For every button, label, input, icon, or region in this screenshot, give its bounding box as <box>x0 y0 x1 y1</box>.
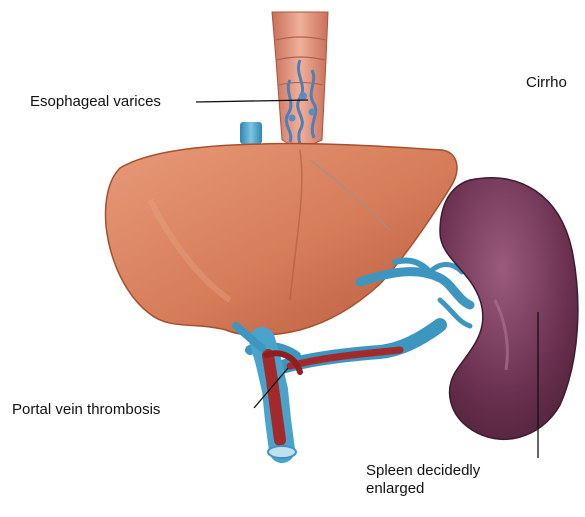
label-cirrhosis: Cirrho <box>526 74 567 92</box>
label-spleen: Spleen decidedly enlarged <box>366 462 480 498</box>
label-portal-vein-thrombosis: Portal vein thrombosis <box>12 401 160 419</box>
label-spleen-line2: enlarged <box>366 480 480 498</box>
liver <box>106 143 457 335</box>
hepatic-vein-stub <box>240 122 262 144</box>
spleen <box>440 178 578 439</box>
label-spleen-line1: Spleen decidedly <box>366 462 480 480</box>
label-esophageal-varices: Esophageal varices <box>30 93 161 111</box>
